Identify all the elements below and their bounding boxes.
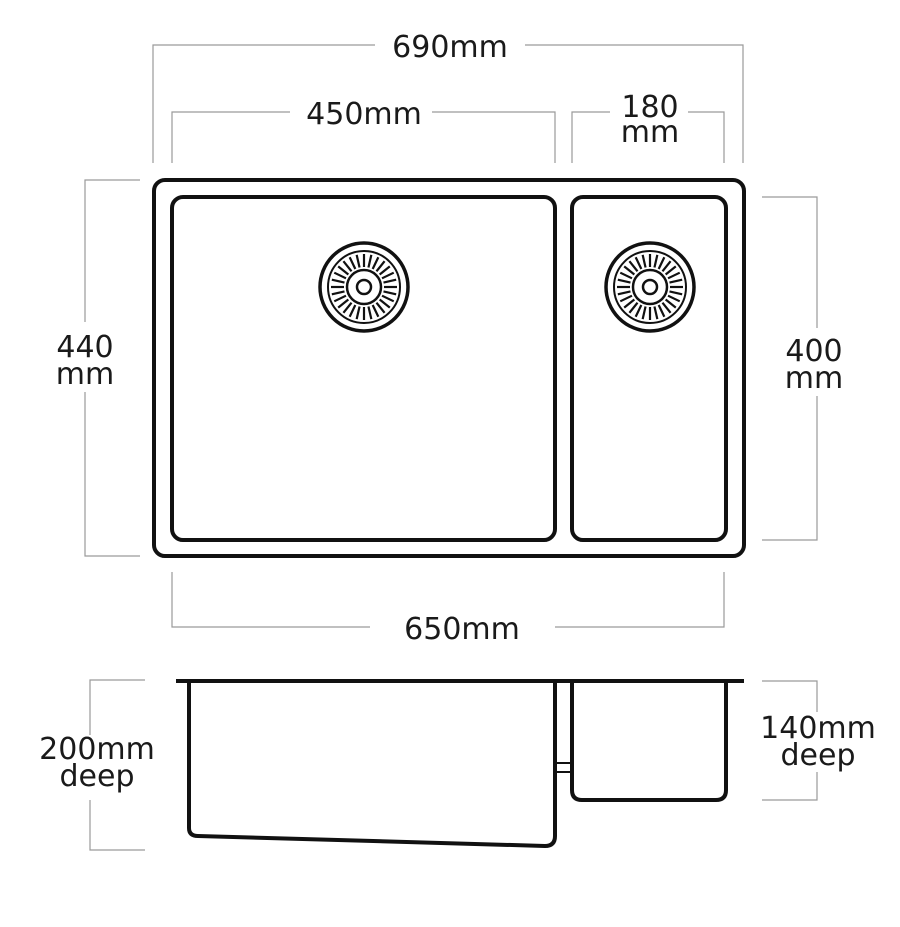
drain-slot: [367, 306, 373, 320]
drain-slot: [375, 301, 386, 314]
small-bowl-width-unit: mm: [621, 115, 679, 150]
drain-slot: [634, 304, 643, 318]
drain-slot: [371, 304, 380, 318]
drain-slot: [355, 306, 361, 320]
drain-slot: [342, 301, 353, 314]
drain-slot: [653, 254, 659, 268]
drain-slot: [661, 260, 672, 273]
overall-depth-unit: mm: [56, 357, 114, 392]
drain-slot: [342, 260, 353, 273]
small-bowl-drain-icon: [604, 241, 696, 333]
drain-slot: [383, 278, 397, 284]
small-bowl-deep-unit: deep: [781, 738, 856, 773]
drain-slot: [661, 301, 672, 314]
drain-slot: [383, 290, 397, 296]
drain-slot: [664, 265, 677, 276]
small-drain-spokes: [617, 254, 683, 320]
small-bowl-depth-unit: mm: [785, 361, 843, 396]
drain-slot: [381, 294, 395, 303]
drain-slot: [667, 294, 681, 303]
small-bowl-depth-value: 400: [785, 334, 842, 369]
drain-slot: [628, 301, 639, 314]
drain-slot: [628, 260, 639, 273]
drain-slot: [333, 294, 347, 303]
main-bowl-outline: [170, 195, 557, 542]
base-width-label: 650mm: [404, 612, 520, 647]
drain-slot: [667, 271, 681, 280]
drain-slot: [653, 306, 659, 320]
drain-slot: [634, 256, 643, 270]
drain-slot: [337, 298, 350, 309]
drain-slot: [331, 278, 345, 284]
drain-slot: [669, 278, 683, 284]
overall-depth-value: 440: [56, 330, 113, 365]
drain-slot: [355, 254, 361, 268]
drain-slot: [348, 256, 357, 270]
drain-slot: [378, 298, 391, 309]
drain-slot: [348, 304, 357, 318]
drain-slot: [367, 254, 373, 268]
small-bowl-width-guide: [571, 111, 725, 163]
drain-slot: [641, 306, 647, 320]
drain-slot: [657, 304, 666, 318]
small-bowl-outline: [570, 195, 728, 542]
drain-slot: [617, 290, 631, 296]
overall-depth-guide: [84, 179, 140, 557]
main-drain-spokes: [331, 254, 397, 320]
drain-slot: [619, 271, 633, 280]
main-bowl-deep-guide: [89, 679, 145, 851]
sink-outer-rim: [152, 178, 746, 558]
small-bowl-deep-guide: [762, 680, 818, 801]
main-bowl-width-label: 450mm: [306, 97, 422, 132]
main-bowl-deep-value: 200mm: [39, 732, 155, 767]
drain-slot: [337, 265, 350, 276]
drain-slot: [619, 294, 633, 303]
drain-slot: [375, 260, 386, 273]
drain-slot: [669, 290, 683, 296]
drain-slot: [381, 271, 395, 280]
drain-slot: [331, 290, 345, 296]
drain-slot: [333, 271, 347, 280]
drain-slot: [617, 278, 631, 284]
small-bowl-width-value: 180: [621, 90, 678, 125]
overall-width-label: 690mm: [392, 30, 508, 65]
drain-slot: [664, 298, 677, 309]
main-bowl-drain-icon: [318, 241, 410, 333]
main-bowl-width-guide: [171, 111, 556, 163]
drain-slot: [623, 298, 636, 309]
small-bowl-depth-guide: [762, 196, 818, 541]
main-bowl-deep-unit: deep: [60, 759, 135, 794]
overall-width-guide: [152, 44, 744, 163]
drain-slot: [623, 265, 636, 276]
drain-slot: [371, 256, 380, 270]
small-bowl-deep-value: 140mm: [760, 711, 876, 746]
drain-slot: [657, 256, 666, 270]
base-width-guide: [171, 572, 725, 628]
drain-slot: [641, 254, 647, 268]
drain-slot: [378, 265, 391, 276]
sink-side-profile: [176, 679, 744, 849]
